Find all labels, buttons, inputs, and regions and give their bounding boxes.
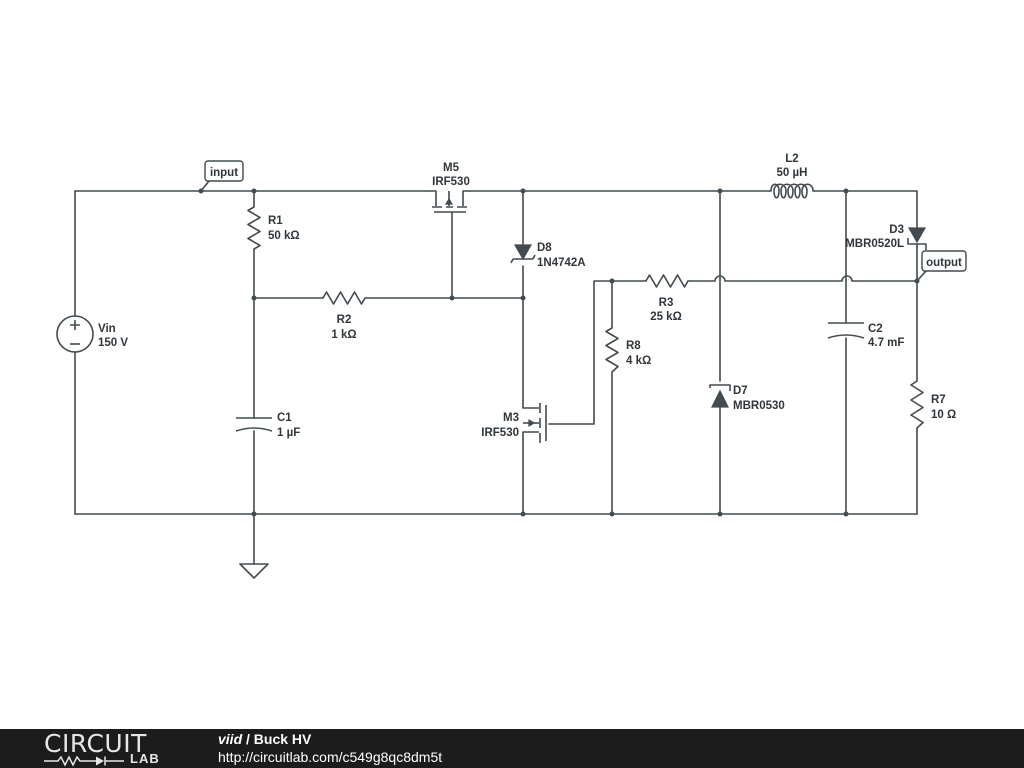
d3-label: D3 [889, 224, 904, 236]
resistor-r3[interactable]: R3 25 kΩ [645, 274, 689, 323]
circuitlab-logo[interactable]: CIRCUIT LAB [44, 731, 176, 767]
circuit-url[interactable]: http://circuitlab.com/c549g8qc8dm5t [218, 749, 443, 765]
ground-symbol [239, 563, 269, 579]
d7-label: D7 [733, 385, 748, 397]
vin-value: 150 V [98, 337, 128, 349]
r3-label: R3 [659, 297, 674, 309]
title-separator: / [242, 731, 254, 747]
net-label-input[interactable]: input [200, 160, 244, 192]
r1-value: 50 kΩ [268, 230, 300, 242]
vin-label: Vin [98, 323, 116, 335]
footer-bar: CIRCUIT LAB viid / Buck HV http://circui… [0, 729, 1024, 768]
m3-value: IRF530 [481, 427, 519, 439]
circuit-name[interactable]: Buck HV [253, 731, 312, 747]
c2-value: 4.7 mF [868, 337, 904, 349]
r3-value: 25 kΩ [650, 311, 682, 323]
schottky-diode-d7[interactable]: D7 MBR0530 [709, 384, 785, 412]
circuit-title: viid / Buck HV [218, 731, 311, 748]
r7-label: R7 [931, 394, 946, 406]
resistor-r7[interactable]: R7 10 Ω [910, 380, 956, 429]
r7-value: 10 Ω [931, 409, 956, 421]
junctions [198, 188, 920, 517]
resistor-r1[interactable]: R1 50 kΩ [247, 206, 300, 250]
m5-label: M5 [443, 162, 460, 174]
voltage-source-vin[interactable]: Vin 150 V [56, 315, 128, 353]
l2-value: 50 µH [777, 167, 808, 179]
d7-value: MBR0530 [733, 400, 785, 412]
capacitor-c1[interactable]: C1 1 µF [235, 412, 300, 439]
d3-value: MBR0520L [845, 238, 904, 250]
output-net-text: output [926, 257, 962, 269]
capacitor-c2[interactable]: C2 4.7 mF [827, 322, 904, 349]
wires [74, 190, 918, 565]
mosfet-m5[interactable]: M5 IRF530 [430, 162, 470, 213]
resistor-r2[interactable]: R2 1 kΩ [322, 291, 366, 341]
schottky-diode-d3[interactable]: D3 MBR0520L [845, 224, 927, 250]
r8-label: R8 [626, 340, 641, 352]
author-name[interactable]: viid [218, 731, 243, 747]
l2-label: L2 [785, 153, 798, 165]
m5-value: IRF530 [432, 176, 470, 188]
c1-value: 1 µF [277, 427, 300, 439]
logo-resistor-diode-icon [44, 755, 124, 767]
zener-diode-d8[interactable]: D8 1N4742A [510, 242, 586, 269]
inductor-l2[interactable]: L2 50 µH [769, 153, 815, 199]
net-label-output[interactable]: output [916, 250, 967, 282]
r1-label: R1 [268, 215, 283, 227]
schematic: Vin 150 V R1 50 kΩ R2 1 kΩ C1 1 µF M5 IR… [56, 153, 967, 579]
c2-label: C2 [868, 323, 883, 335]
mosfet-m3[interactable]: M3 IRF530 [481, 400, 547, 443]
resistor-r8[interactable]: R8 4 kΩ [605, 327, 651, 373]
d8-label: D8 [537, 242, 552, 254]
input-net-text: input [210, 167, 238, 179]
d8-value: 1N4742A [537, 257, 586, 269]
logo-text-top: CIRCUIT [44, 729, 147, 758]
r2-label: R2 [337, 314, 352, 326]
logo-text-bottom: LAB [130, 751, 160, 766]
m3-label: M3 [503, 412, 519, 424]
r8-value: 4 kΩ [626, 355, 651, 367]
r2-value: 1 kΩ [331, 329, 356, 341]
c1-label: C1 [277, 412, 292, 424]
